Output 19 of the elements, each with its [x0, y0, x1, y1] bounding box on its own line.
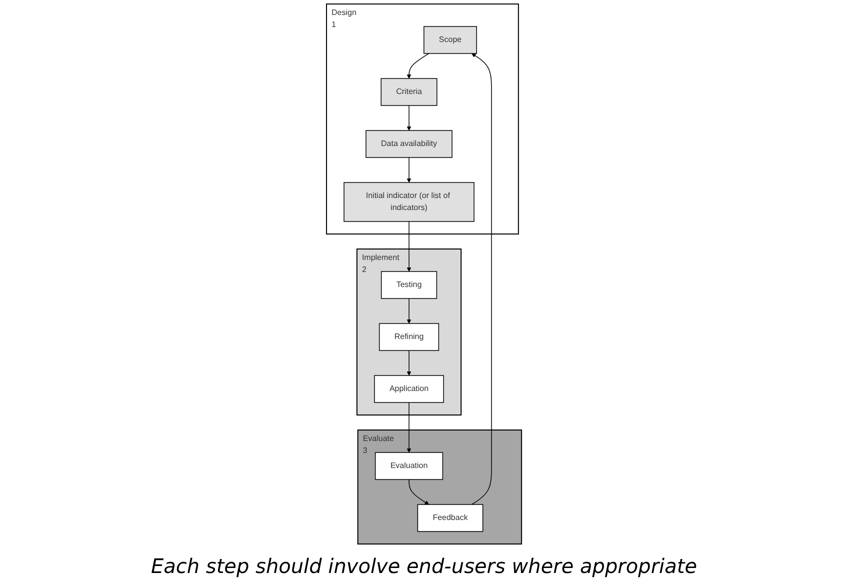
arrow — [406, 53, 430, 79]
node-box: Application — [374, 375, 444, 403]
arrow — [406, 221, 412, 272]
arrow — [471, 53, 492, 505]
arrow — [406, 350, 412, 376]
arrow — [406, 402, 412, 453]
node-box: Initial indicator (or list of indicators) — [344, 182, 474, 222]
node-box: Evaluation — [374, 452, 444, 480]
node-box: Data availability — [366, 130, 452, 158]
node-box: Testing — [380, 271, 438, 299]
arrow — [406, 298, 412, 324]
node-box: Criteria — [380, 78, 438, 106]
caption: Each step should involve end-users where appropriate — [150, 553, 697, 580]
arrow — [408, 479, 430, 505]
node-box: Scope — [424, 26, 477, 54]
arrow — [406, 157, 412, 183]
node-box: Feedback — [417, 504, 484, 532]
node-box: Refining — [378, 323, 440, 351]
arrow — [406, 105, 412, 131]
